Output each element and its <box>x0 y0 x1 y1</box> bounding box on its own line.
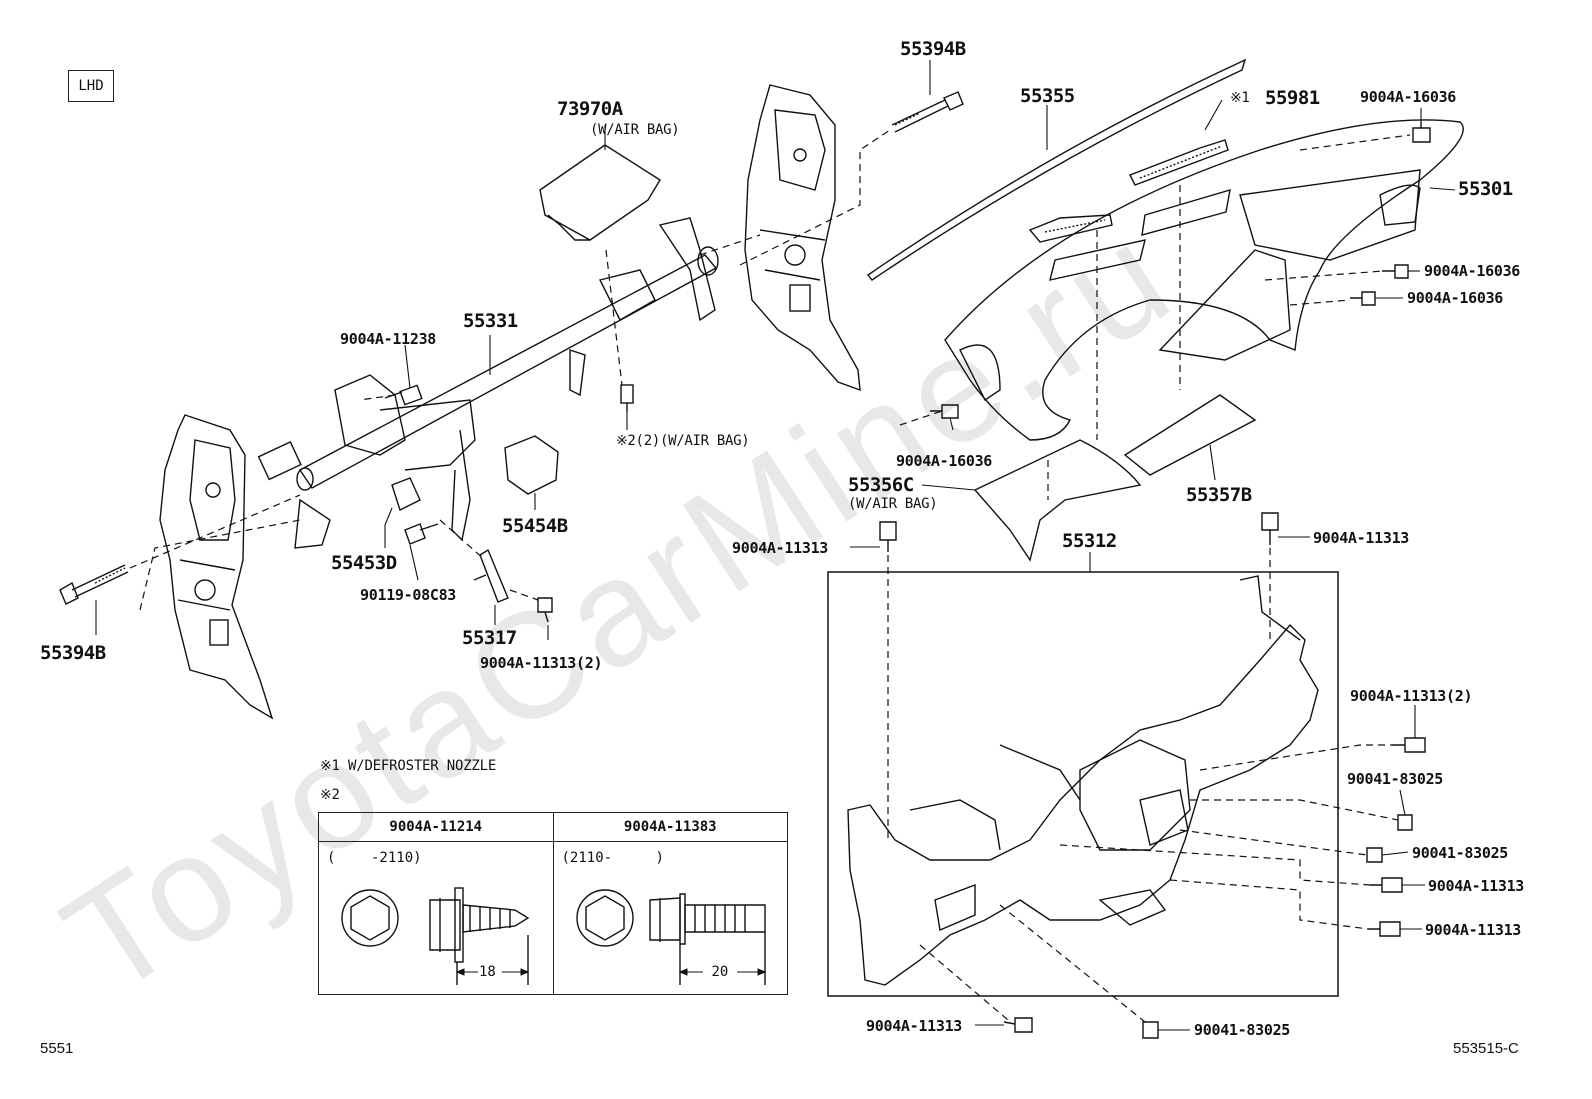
table-header-col2: 9004A-11383 <box>552 812 788 842</box>
part-label-55331: 55331 <box>463 310 518 332</box>
part-label-9004a-11313-x2-right: 9004A-11313(2) <box>1350 687 1473 705</box>
defroster-mark: ※1 <box>1230 90 1250 106</box>
part-label-73970a: 73970A <box>557 98 623 120</box>
right-side-bracket <box>744 84 861 392</box>
part-label-9004a-11313-r1: 9004A-11313 <box>1428 877 1525 895</box>
part-note-2-airbag: ※2(2)(W/AIR BAG) <box>616 433 750 449</box>
airbag-module <box>539 144 661 241</box>
part-label-9004a-16036-top: 9004A-16036 <box>1360 88 1457 106</box>
table-col1-length: 18 <box>479 964 496 980</box>
table-col1-range-open: ( <box>327 850 336 866</box>
lower-panel-frame <box>827 571 1339 997</box>
lhd-tag: LHD <box>68 70 114 102</box>
part-label-55453d: 55453D <box>331 552 397 574</box>
part-label-9004a-11313-right: 9004A-11313 <box>1313 529 1410 547</box>
part-label-9004a-11238: 9004A-11238 <box>340 330 437 348</box>
part-label-90119-08c83: 90119-08C83 <box>360 586 457 604</box>
left-side-bracket <box>159 414 274 720</box>
part-label-9004a-11313-left: 9004A-11313 <box>732 539 829 557</box>
part-label-55357b: 55357B <box>1186 484 1252 506</box>
part-note-55356c: (W/AIR BAG) <box>848 496 938 512</box>
table-cell-col2: (2110- ) 20 <box>552 841 788 995</box>
table-header-col1: 9004A-11214 <box>318 812 554 842</box>
defroster-nozzle <box>1028 139 1229 243</box>
part-note-airbag: (W/AIR BAG) <box>590 122 680 138</box>
bracket-55453d <box>391 477 421 511</box>
part-label-55394b-left: 55394B <box>40 642 106 664</box>
part-label-9004a-16036-r1: 9004A-16036 <box>1424 262 1521 280</box>
label-leader-lines <box>95 60 1456 1031</box>
table-col2-range: (2110- <box>561 850 613 866</box>
instrument-panel-upper <box>944 119 1464 441</box>
page-code-left: 5551 <box>40 1040 74 1057</box>
part-label-9004a-16036-mid: 9004A-16036 <box>896 452 993 470</box>
table-cell-col1: ( -2110) 18 <box>318 841 554 995</box>
assembly-dash-lines <box>129 129 1411 1023</box>
part-label-55981: 55981 <box>1265 87 1320 109</box>
footnote-1: ※1 W/DEFROSTER NOZZLE <box>320 758 497 774</box>
part-label-55394b-top: 55394B <box>900 38 966 60</box>
page-code-right: 553515-C <box>1453 1040 1519 1057</box>
part-label-90041-83025-a: 90041-83025 <box>1347 770 1444 788</box>
part-label-55312: 55312 <box>1062 530 1117 552</box>
part-label-9004a-11313-x2: 9004A-11313(2) <box>480 654 603 672</box>
part-label-55355: 55355 <box>1020 85 1075 107</box>
brace-55317 <box>473 548 509 603</box>
part-label-9004a-11313-bottom: 9004A-11313 <box>866 1017 963 1035</box>
table-col2-range-close: ) <box>655 850 664 866</box>
bracket-55454b <box>504 435 559 495</box>
bolt-55394b-left <box>59 564 129 605</box>
bolt-55394b-top <box>891 91 964 133</box>
pad-55357b <box>1123 394 1257 476</box>
lower-panel-55312 <box>847 575 1319 986</box>
windshield-molding <box>866 58 1247 281</box>
fastener-variant-table: 9004A-11214 9004A-11383 ( -2110) 18 (211… <box>318 812 788 995</box>
pad-55356c <box>973 439 1142 562</box>
part-label-90041-83025-b: 90041-83025 <box>1412 844 1509 862</box>
footnote-2: ※2 <box>320 787 340 803</box>
part-label-55454b: 55454B <box>502 515 568 537</box>
part-label-55356c: 55356C <box>848 474 914 496</box>
part-label-90041-83025-bottom: 90041-83025 <box>1194 1021 1291 1039</box>
part-label-55317: 55317 <box>462 627 517 649</box>
table-col2-length: 20 <box>711 964 729 980</box>
table-col1-range-end: -2110) <box>371 850 422 866</box>
part-label-55301: 55301 <box>1458 178 1513 200</box>
part-label-9004a-11313-r2: 9004A-11313 <box>1425 921 1522 939</box>
part-label-9004a-16036-r2: 9004A-16036 <box>1407 289 1504 307</box>
